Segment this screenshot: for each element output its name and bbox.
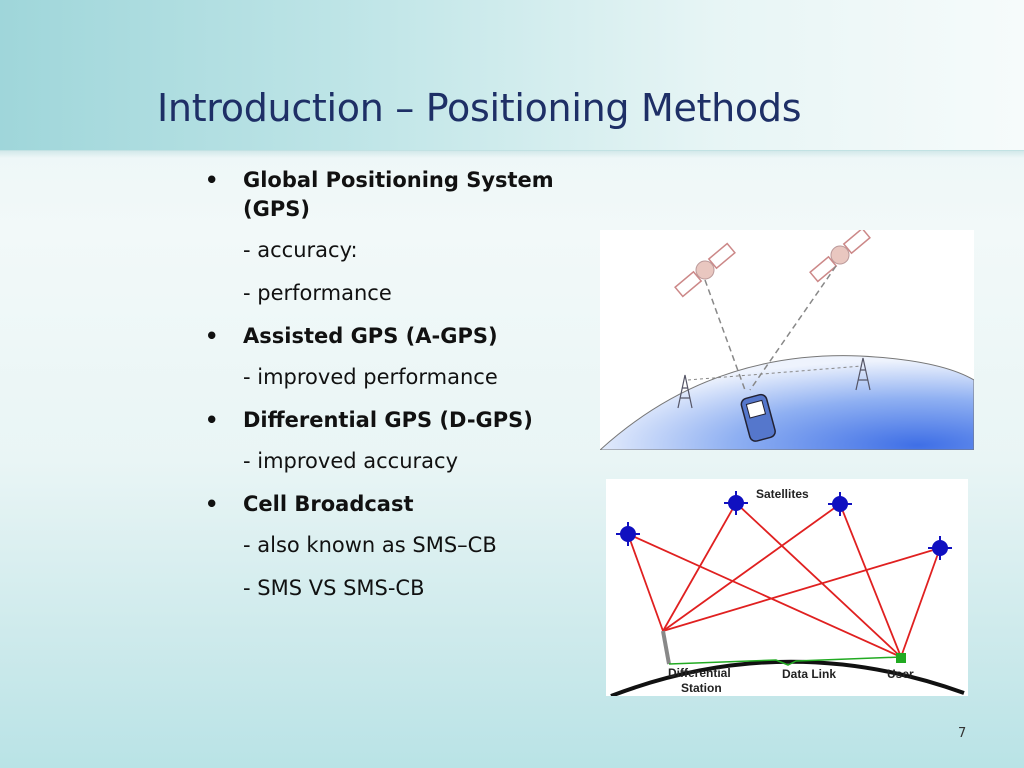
title-band bbox=[0, 0, 1024, 158]
page-number: 7 bbox=[958, 726, 967, 741]
bullet-heading: •Assisted GPS (A-GPS) bbox=[205, 322, 585, 351]
data-link-label: Data Link bbox=[782, 667, 836, 681]
bullet-gps: •Global Positioning System (GPS) - accur… bbox=[205, 166, 585, 308]
bullet-list: •Global Positioning System (GPS) - accur… bbox=[205, 166, 585, 617]
bullet-heading: •Cell Broadcast bbox=[205, 490, 585, 519]
phone-icon bbox=[740, 393, 776, 442]
satellite-icon bbox=[616, 491, 952, 560]
bullet-dgps: •Differential GPS (D-GPS) - improved acc… bbox=[205, 406, 585, 476]
bullet-heading: •Global Positioning System (GPS) bbox=[205, 168, 554, 221]
user-label: User bbox=[887, 667, 914, 681]
bullet-dot-icon: • bbox=[205, 408, 219, 432]
bullet-dot-icon: • bbox=[205, 492, 219, 516]
agps-illustration bbox=[600, 230, 974, 450]
bullet-sub: - accuracy: bbox=[243, 238, 358, 262]
slide-title: Introduction – Positioning Methods bbox=[157, 86, 802, 130]
bullet-sub: - SMS VS SMS-CB bbox=[243, 576, 425, 600]
bullet-heading: •Differential GPS (D-GPS) bbox=[205, 406, 585, 435]
agps-diagram bbox=[600, 230, 974, 450]
station-label-2: Station bbox=[681, 681, 722, 695]
dgps-diagram: Satellites Differential Station Data Lin… bbox=[610, 487, 965, 696]
signal-lines bbox=[627, 502, 941, 658]
station-mast bbox=[661, 630, 671, 665]
bullet-dot-icon: • bbox=[205, 168, 219, 192]
bullet-sub: - performance bbox=[243, 281, 392, 305]
user-marker bbox=[896, 653, 906, 663]
bullet-cell-broadcast: •Cell Broadcast - also known as SMS–CB -… bbox=[205, 490, 585, 603]
dgps-illustration: Satellites Differential Station Data Lin… bbox=[606, 479, 968, 696]
earth-arc bbox=[610, 659, 965, 696]
station-label: Differential bbox=[668, 666, 731, 680]
bullet-dot-icon: • bbox=[205, 324, 219, 348]
cell-tower-icon bbox=[677, 357, 871, 409]
satellites-label: Satellites bbox=[756, 487, 809, 501]
earth-surface bbox=[600, 355, 974, 450]
bullet-sub: - improved accuracy bbox=[243, 449, 458, 473]
bullet-agps: •Assisted GPS (A-GPS) - improved perform… bbox=[205, 322, 585, 392]
bullet-sub: - also known as SMS–CB bbox=[243, 533, 497, 557]
satellite-icon bbox=[809, 230, 871, 283]
bullet-sub: - improved performance bbox=[243, 365, 498, 389]
satellite-icon bbox=[674, 242, 736, 298]
data-link-line bbox=[668, 656, 902, 666]
